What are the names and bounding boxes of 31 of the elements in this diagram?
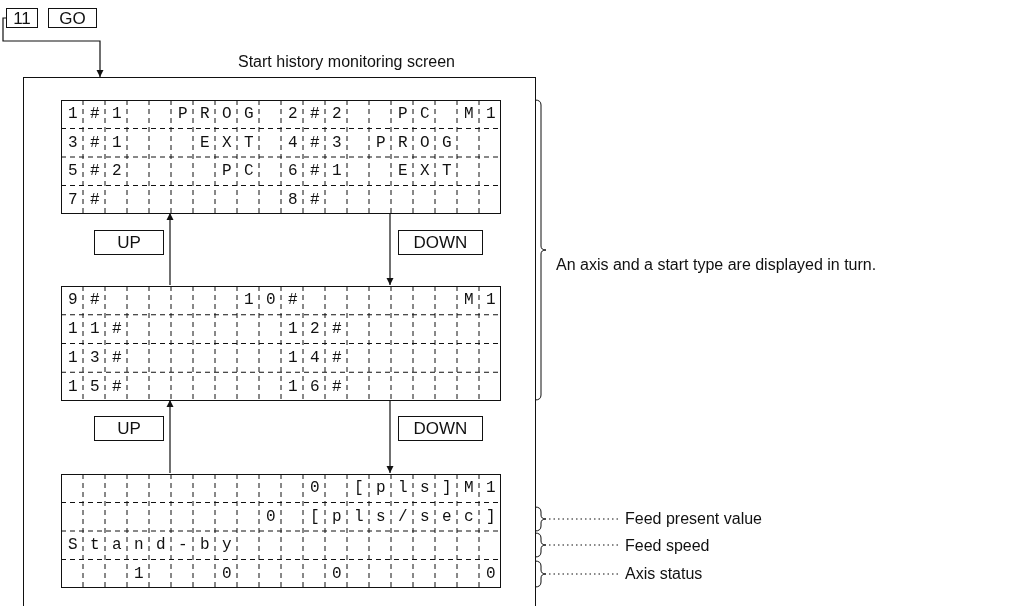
key-cap: UP: [94, 230, 164, 255]
arrow: [2, 17, 104, 78]
key-cap: DOWN: [398, 416, 483, 441]
lcd-text-row-text: 1 0 0 0: [133, 565, 509, 582]
arrow: [166, 399, 174, 474]
lcd-text-row-text: 1#1 PROG 2#2 PC M1: [67, 106, 509, 123]
lcd-screen: [61, 286, 501, 401]
lcd-text-row-text: Stand-by: [67, 537, 245, 554]
lcd-text-row-text: 3#1 EXT 4#3 PROG: [67, 134, 466, 151]
lcd-text-row-text: 0 [pls]M1: [309, 480, 509, 497]
annotation-text: An axis and a start type are displayed in turn.: [556, 256, 877, 274]
lcd-screen: [61, 474, 501, 588]
lcd-text-row-text: 15# 16#: [67, 378, 356, 395]
annotation-text: Feed speed: [625, 537, 710, 555]
arrow: [166, 212, 174, 286]
arrow: [386, 212, 394, 286]
annotation-text: Axis status: [625, 565, 703, 583]
lcd-text-row-text: 7# 8#: [67, 191, 334, 208]
key-cap: UP: [94, 416, 164, 441]
key-cap: 11: [6, 8, 38, 28]
key-cap: GO: [48, 8, 97, 28]
lcd-text-row-text: 0 [pls/sec]: [265, 508, 509, 525]
lcd-text-row-text: 11# 12#: [67, 321, 356, 338]
lcd-text-row-text: 13# 14#: [67, 349, 356, 366]
arrow: [386, 399, 394, 474]
screen-title: Start history monitoring screen: [238, 53, 455, 71]
annotation-text: Feed present value: [625, 510, 762, 528]
key-cap: DOWN: [398, 230, 483, 255]
lcd-text-row-text: 9# 10# M1: [67, 292, 509, 309]
lcd-text-row-text: 5#2 PC 6#1 EXT: [67, 163, 466, 180]
lcd-screen: [61, 100, 501, 214]
